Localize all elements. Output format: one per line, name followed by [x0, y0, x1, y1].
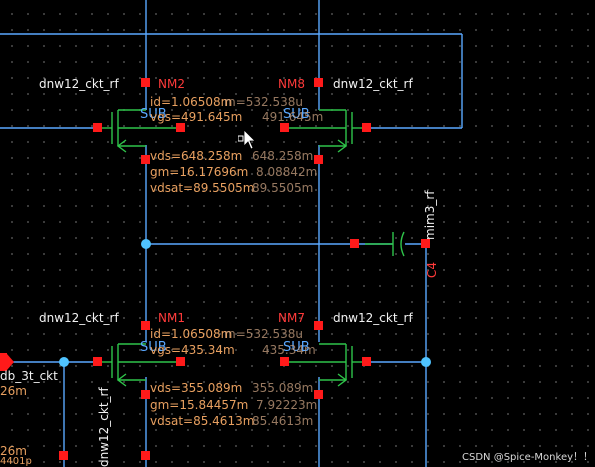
instance-label-nm8: NM8 [278, 77, 305, 91]
capacitor-c4[interactable] [365, 231, 405, 257]
pin-nm2-body[interactable] [93, 123, 102, 132]
pin-nm2-drain[interactable] [141, 78, 150, 87]
pin-c4-plus[interactable] [421, 239, 430, 248]
annotation-left-26m-a: 26m [0, 384, 27, 398]
annotation-upper-id: id=1.06508m [150, 95, 233, 109]
annotation-lower-vds: vds=355.089m [150, 381, 243, 395]
annotation-lower-vgs: vgs=435.34m [150, 343, 235, 357]
annotation-upper-vdsat-overlap: 89.5505m [252, 181, 314, 195]
annotation-lower-vdsat: vdsat=85.4613m [150, 414, 255, 428]
instance-label-nm7: NM7 [278, 311, 305, 325]
pin-nm7-body[interactable] [362, 357, 371, 366]
annotation-lower-vds-overlap: 355.089m [252, 381, 314, 395]
pin-nm8-gate[interactable] [280, 123, 289, 132]
pin-nm7-source[interactable] [314, 390, 323, 399]
annotation-upper-vgs-overlap: 491.645m [262, 110, 324, 124]
pin-nm8-drain[interactable] [314, 78, 323, 87]
annotation-lower-gm: gm=15.84457m [150, 398, 249, 412]
instance-label-nm1: NM1 [158, 311, 185, 325]
annotation-upper-gm-overlap: 8.08842m [256, 165, 318, 179]
pin-c4-minus[interactable] [350, 239, 359, 248]
sub-label-nm2: SUB [140, 107, 167, 122]
port-arrow-icon[interactable] [7, 354, 14, 370]
sub-label-nm8: SUB [283, 107, 310, 122]
cell-label-nm7: dnw12_ckt_rf [333, 311, 413, 325]
cell-label-nm1: dnw12_ckt_rf [39, 311, 119, 325]
annotation-left-bottom: 4401p [0, 456, 32, 467]
instance-label-nm2: NM2 [158, 77, 185, 91]
annotation-upper-gm: gm=16.17696m [150, 165, 249, 179]
sub-label-nm7: SUB [283, 340, 310, 355]
annotation-lower-vgs-overlap: 435.34m [262, 343, 316, 357]
instance-label-c4: C4 [425, 261, 439, 278]
annotation-upper-vds-overlap: 648.258m [252, 149, 314, 163]
annotation-upper-id-overlap: m=532.538u [224, 95, 303, 109]
device-layer [97, 109, 405, 387]
watermark: CSDN @Spice-Monkey！！ [462, 452, 594, 463]
junction-dot-mid[interactable] [141, 239, 151, 249]
junction-layer [59, 239, 431, 367]
pin-nm1-body[interactable] [93, 357, 102, 366]
annotation-lower-id-overlap: m=532.538u [224, 327, 303, 341]
pin-nm1-drain[interactable] [141, 321, 150, 330]
transistor-nm2[interactable] [97, 109, 180, 153]
pin-nm1-source[interactable] [141, 390, 150, 399]
cell-label-db: db_3t_ckt [0, 369, 58, 383]
pin-nm1-gate[interactable] [176, 357, 185, 366]
pin-nm7-drain[interactable] [314, 321, 323, 330]
pin-bottom-mid[interactable] [141, 451, 150, 460]
mouse-cursor-icon [238, 129, 256, 150]
pin-nm2-gate[interactable] [176, 123, 185, 132]
pin-nm7-gate[interactable] [280, 357, 289, 366]
annotation-left-26m-b: 26m [0, 444, 27, 458]
annotation-upper-vgs: vgs=491.645m [150, 110, 243, 124]
junction-dot-left[interactable] [59, 357, 69, 367]
cell-label-mim: mim3_rf [423, 190, 437, 240]
pin-nm2-source[interactable] [141, 155, 150, 164]
annotation-upper-vds: vds=648.258m [150, 149, 243, 163]
junction-dot-right[interactable] [421, 357, 431, 367]
annotation-upper-vdsat: vdsat=89.5505m [150, 181, 255, 195]
cell-label-nm2: dnw12_ckt_rf [39, 77, 119, 91]
sub-label-nm1: SUB [140, 340, 167, 355]
cell-label-vertical: dnw12_ckt_rf [97, 387, 111, 467]
pin-left-port[interactable] [0, 353, 7, 371]
annotation-lower-vdsat-overlap: 85.4613m [252, 414, 314, 428]
pin-nm8-body[interactable] [362, 123, 371, 132]
pin-left-bottom[interactable] [59, 451, 68, 460]
annotation-lower-id: id=1.06508m [150, 327, 233, 341]
cell-label-nm8: dnw12_ckt_rf [333, 77, 413, 91]
transistor-nm7[interactable] [285, 343, 367, 387]
annotation-lower-gm-overlap: 7.92223m [256, 398, 318, 412]
pin-layer [0, 78, 430, 460]
pin-nm8-source[interactable] [314, 155, 323, 164]
